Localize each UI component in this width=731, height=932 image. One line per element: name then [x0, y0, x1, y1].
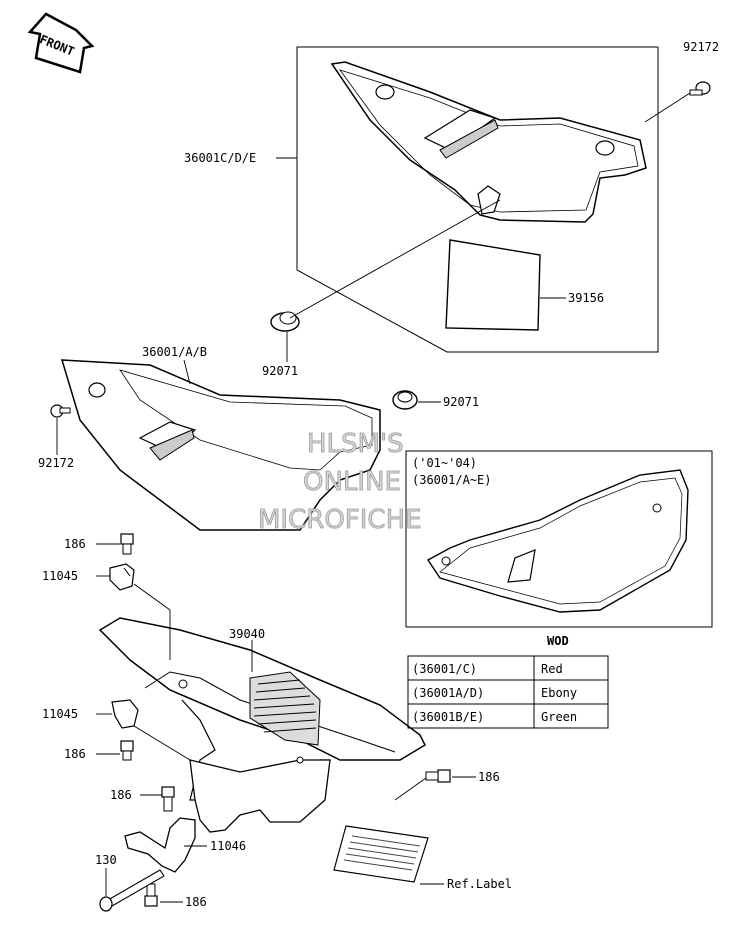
- front-arrow-icon: FRONT: [27, 12, 95, 74]
- watermark-line-3: MICROFICHE: [258, 505, 422, 535]
- clip-11045-a: [109, 563, 135, 591]
- label-186-a: 186: [64, 537, 86, 551]
- bolt-186-b: [120, 740, 134, 761]
- label-92071-b: 92071: [443, 395, 479, 409]
- label-186-right: 186: [478, 770, 500, 784]
- watermark: HLSM'S ONLINE MICROFICHE: [258, 429, 422, 536]
- bolt-130: [99, 869, 165, 912]
- color-row-0-color: Red: [541, 662, 563, 676]
- color-table-header: WOD: [547, 634, 569, 648]
- ref-label-sticker: [333, 825, 429, 883]
- watermark-line-2: ONLINE: [303, 467, 401, 497]
- label-36001ab: 36001/A/B: [142, 345, 207, 359]
- grommet-92071-a: [270, 311, 300, 332]
- watermark-line-1: HLSM'S: [307, 429, 404, 459]
- color-row-2-part: (36001B/E): [412, 710, 484, 724]
- label-92172-top: 92172: [683, 40, 719, 54]
- cover-39040: [98, 617, 426, 801]
- color-row-2-color: Green: [541, 710, 577, 724]
- bracket-11046: [124, 817, 196, 873]
- leader-lines: [56, 92, 691, 903]
- inset-frame: [405, 450, 713, 628]
- label-186-b: 186: [64, 747, 86, 761]
- label-11046: 11046: [210, 839, 246, 853]
- label-92172-left: 92172: [38, 456, 74, 470]
- inset-years: ('01~'04): [412, 456, 477, 470]
- upper-cover-frame: [296, 46, 659, 353]
- color-row-1-part: (36001A/D): [412, 686, 484, 700]
- label-11045-b: 11045: [42, 707, 78, 721]
- label-ref-label: Ref.Label: [447, 877, 512, 891]
- bolt-186-d: [144, 883, 158, 907]
- inset-parts: (36001/A~E): [412, 473, 491, 487]
- screw-92172-top: [689, 81, 711, 96]
- label-11045-a: 11045: [42, 569, 78, 583]
- color-row-1-color: Ebony: [541, 686, 577, 700]
- bolt-186-right: [425, 769, 451, 783]
- label-130: 130: [95, 853, 117, 867]
- side-cover-lower: [60, 359, 381, 531]
- label-186-c: 186: [110, 788, 132, 802]
- clip-11045-b: [111, 699, 139, 729]
- label-36001cde: 36001C/D/E: [184, 151, 256, 165]
- pad-39156: [445, 239, 541, 331]
- bolt-186-a: [120, 533, 134, 555]
- inset-side-cover: [426, 469, 689, 613]
- bolt-186-c: [161, 786, 175, 812]
- color-row-0-part: (36001/C): [412, 662, 477, 676]
- side-cover-upper: [330, 61, 647, 223]
- label-39040: 39040: [229, 627, 265, 641]
- screw-92172-left: [50, 404, 71, 418]
- label-186-d: 186: [185, 895, 207, 909]
- bracket-lower: [189, 756, 331, 833]
- color-table: WOD (36001/C) Red (36001A/D) Ebony (3600…: [407, 634, 609, 729]
- grommet-92071-b: [392, 390, 418, 410]
- label-39156: 39156: [568, 291, 604, 305]
- label-92071-a: 92071: [262, 364, 298, 378]
